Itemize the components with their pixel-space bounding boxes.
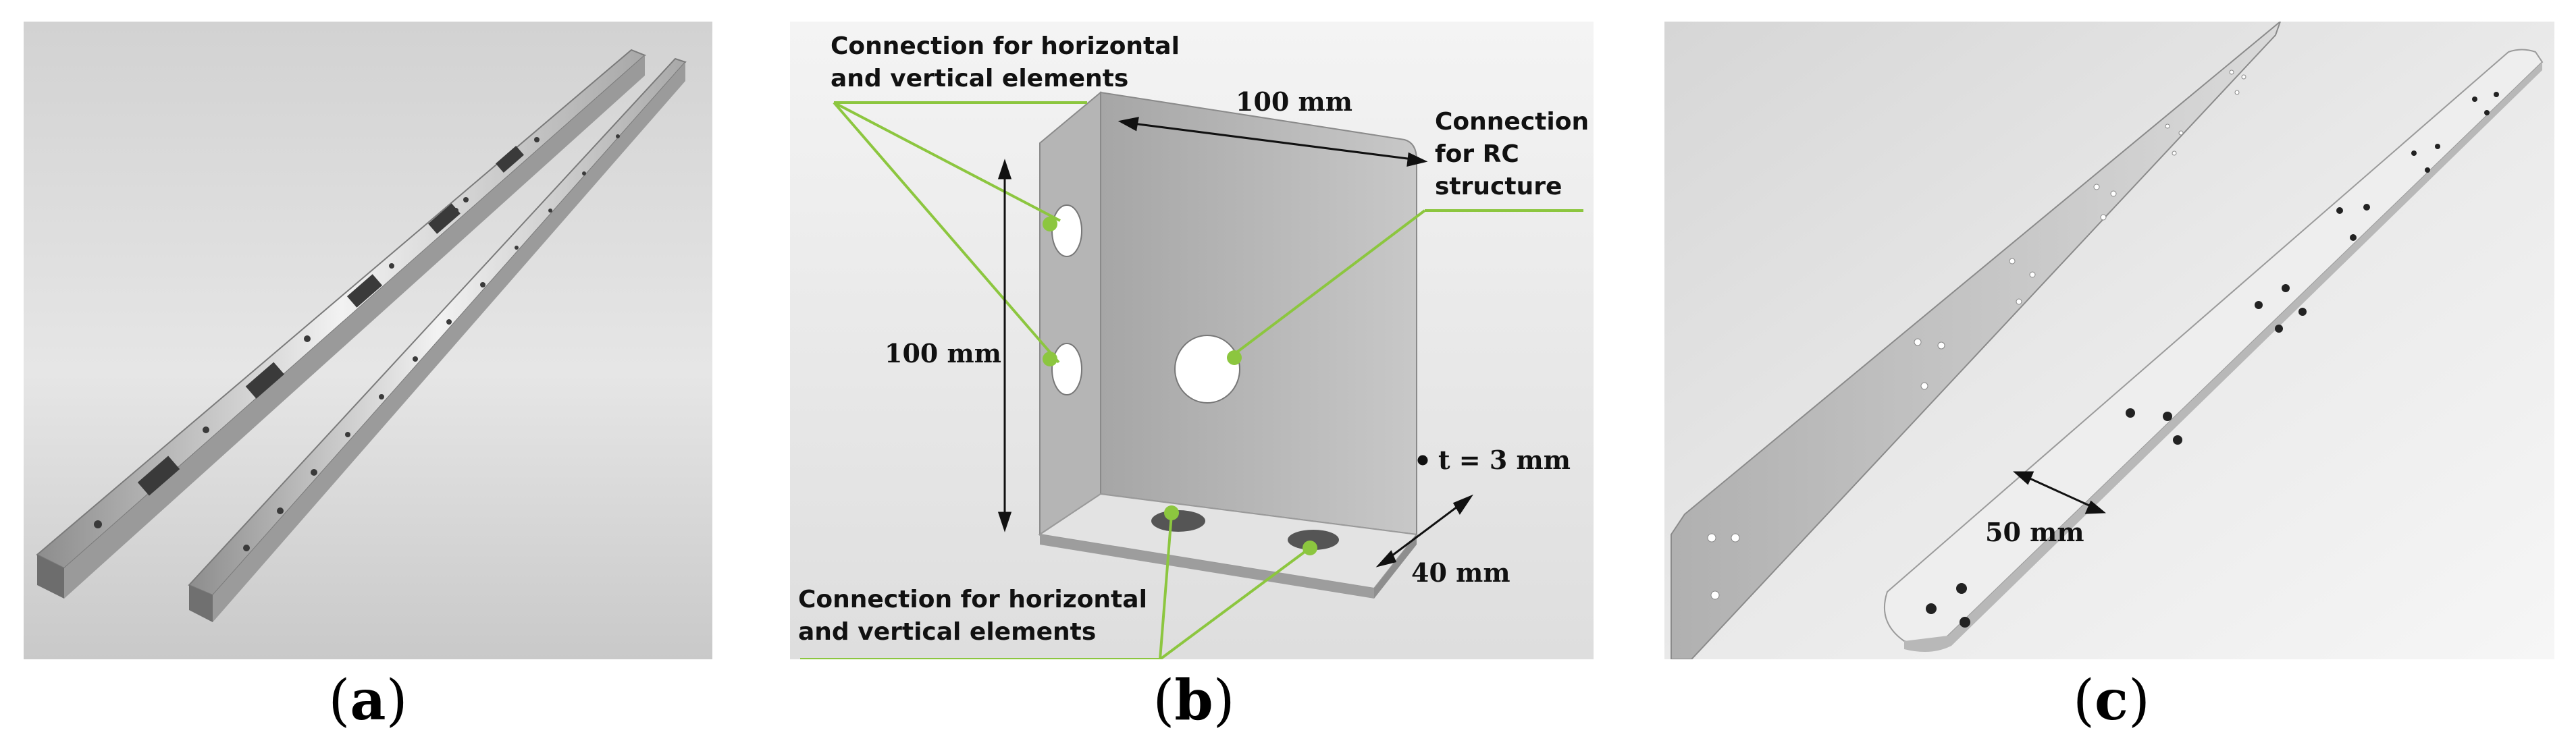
label-rc-connection-line3: structure	[1435, 173, 1562, 200]
label-rc-connection-line1: Connection	[1435, 108, 1589, 136]
angle-bracket-diagram: Connection for horizontal and vertical e…	[790, 22, 1594, 659]
caption-b-open: (	[1153, 669, 1175, 733]
bracket-back-plate	[1100, 91, 1417, 536]
label-top-connection-line2: and vertical elements	[831, 65, 1128, 92]
bracket-side-flange	[1039, 90, 1101, 536]
dimension-depth: 40 mm	[1411, 557, 1510, 588]
caption-a-open: (	[328, 669, 350, 733]
steel-strip-vertical	[1671, 22, 2282, 659]
caption-b: (b)	[1153, 668, 1234, 733]
steel-strips-render: 50 mm	[1664, 22, 2554, 659]
panel-b-angle-bracket: Connection for horizontal and vertical e…	[790, 22, 1594, 659]
hole-base-right	[1288, 530, 1339, 550]
leader-dots	[1043, 217, 1317, 555]
caption-c: (c)	[2073, 668, 2150, 733]
leader-lines	[800, 101, 1583, 659]
steel-profile-1	[36, 49, 646, 599]
bracket-base-edge	[1040, 534, 1374, 599]
hole-side-lower	[1051, 343, 1082, 395]
label-bottom-connection-line1: Connection for horizontal	[798, 586, 1147, 613]
hole-back-rc	[1174, 335, 1240, 404]
panel-c-background	[1664, 22, 2554, 659]
caption-b-letter: b	[1174, 668, 1213, 733]
dimension-lines	[997, 117, 1473, 568]
panel-c-steel-strips: 50 mm	[1664, 22, 2554, 659]
caption-c-open: (	[2073, 669, 2095, 733]
steel-profiles-render	[24, 22, 712, 659]
dimension-thickness: t = 3 mm	[1438, 445, 1571, 475]
dimension-left-height: 100 mm	[885, 338, 1001, 368]
dimension-top-width: 100 mm	[1236, 86, 1352, 117]
panel-a-steel-profiles	[24, 22, 712, 659]
steel-profile-2	[188, 57, 687, 622]
hole-side-upper	[1051, 204, 1082, 257]
label-top-connection-line1: Connection for horizontal	[831, 32, 1180, 60]
caption-c-close: )	[2128, 669, 2150, 733]
angle-bracket	[1038, 90, 1418, 599]
caption-a-close: )	[386, 669, 408, 733]
label-bottom-connection-line2: and vertical elements	[798, 618, 1096, 646]
steel-strip-flat	[1883, 49, 2544, 652]
label-rc-connection-line2: for RC	[1435, 140, 1519, 168]
caption-c-letter: c	[2095, 668, 2128, 733]
caption-a: (a)	[328, 668, 407, 733]
caption-a-letter: a	[350, 668, 386, 733]
dimension-strip-width: 50 mm	[1985, 517, 2084, 547]
strip-width-dimension	[2013, 471, 2106, 514]
caption-b-close: )	[1213, 669, 1235, 733]
panel-a-background	[24, 22, 712, 659]
